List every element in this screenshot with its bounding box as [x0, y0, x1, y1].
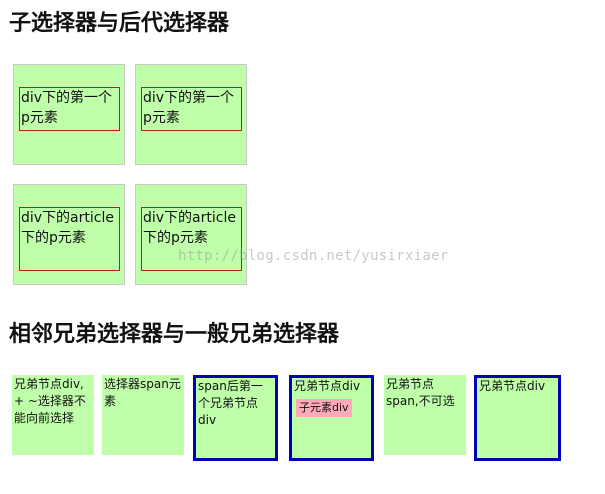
demo-box-3: div下的article下的p元素: [13, 184, 125, 285]
section-title-child-descendant: 子选择器与后代选择器: [9, 11, 230, 36]
sibling-div-label: 兄弟节点div: [294, 379, 361, 393]
sibling-div-with-child-box: 兄弟节点div 子元素div: [289, 375, 374, 461]
span-selector-box: 选择器span元素: [102, 375, 184, 455]
p-element-box: div下的第一个p元素: [19, 87, 120, 131]
child-div-box: 子元素div: [296, 399, 352, 417]
sibling-div-box: 兄弟节点div, + ~选择器不能向前选择: [12, 375, 94, 455]
p-element-box: div下的第一个p元素: [141, 87, 242, 131]
watermark-text: http://blog.csdn.net/yusirxiaer: [178, 248, 449, 264]
sibling-span-box: 兄弟节点span,不可选: [384, 375, 466, 455]
article-p-element-box: div下的article下的p元素: [141, 207, 242, 271]
adjacent-sibling-div-box: span后第一个兄弟节点div: [193, 375, 278, 461]
section-title-sibling: 相邻兄弟选择器与一般兄弟选择器: [9, 322, 340, 347]
general-sibling-div-box: 兄弟节点div: [474, 375, 561, 461]
demo-box-4: div下的article下的p元素: [135, 184, 247, 285]
article-p-element-box: div下的article下的p元素: [19, 207, 120, 271]
demo-box-2: div下的第一个p元素: [135, 64, 247, 165]
demo-box-1: div下的第一个p元素: [13, 64, 125, 165]
